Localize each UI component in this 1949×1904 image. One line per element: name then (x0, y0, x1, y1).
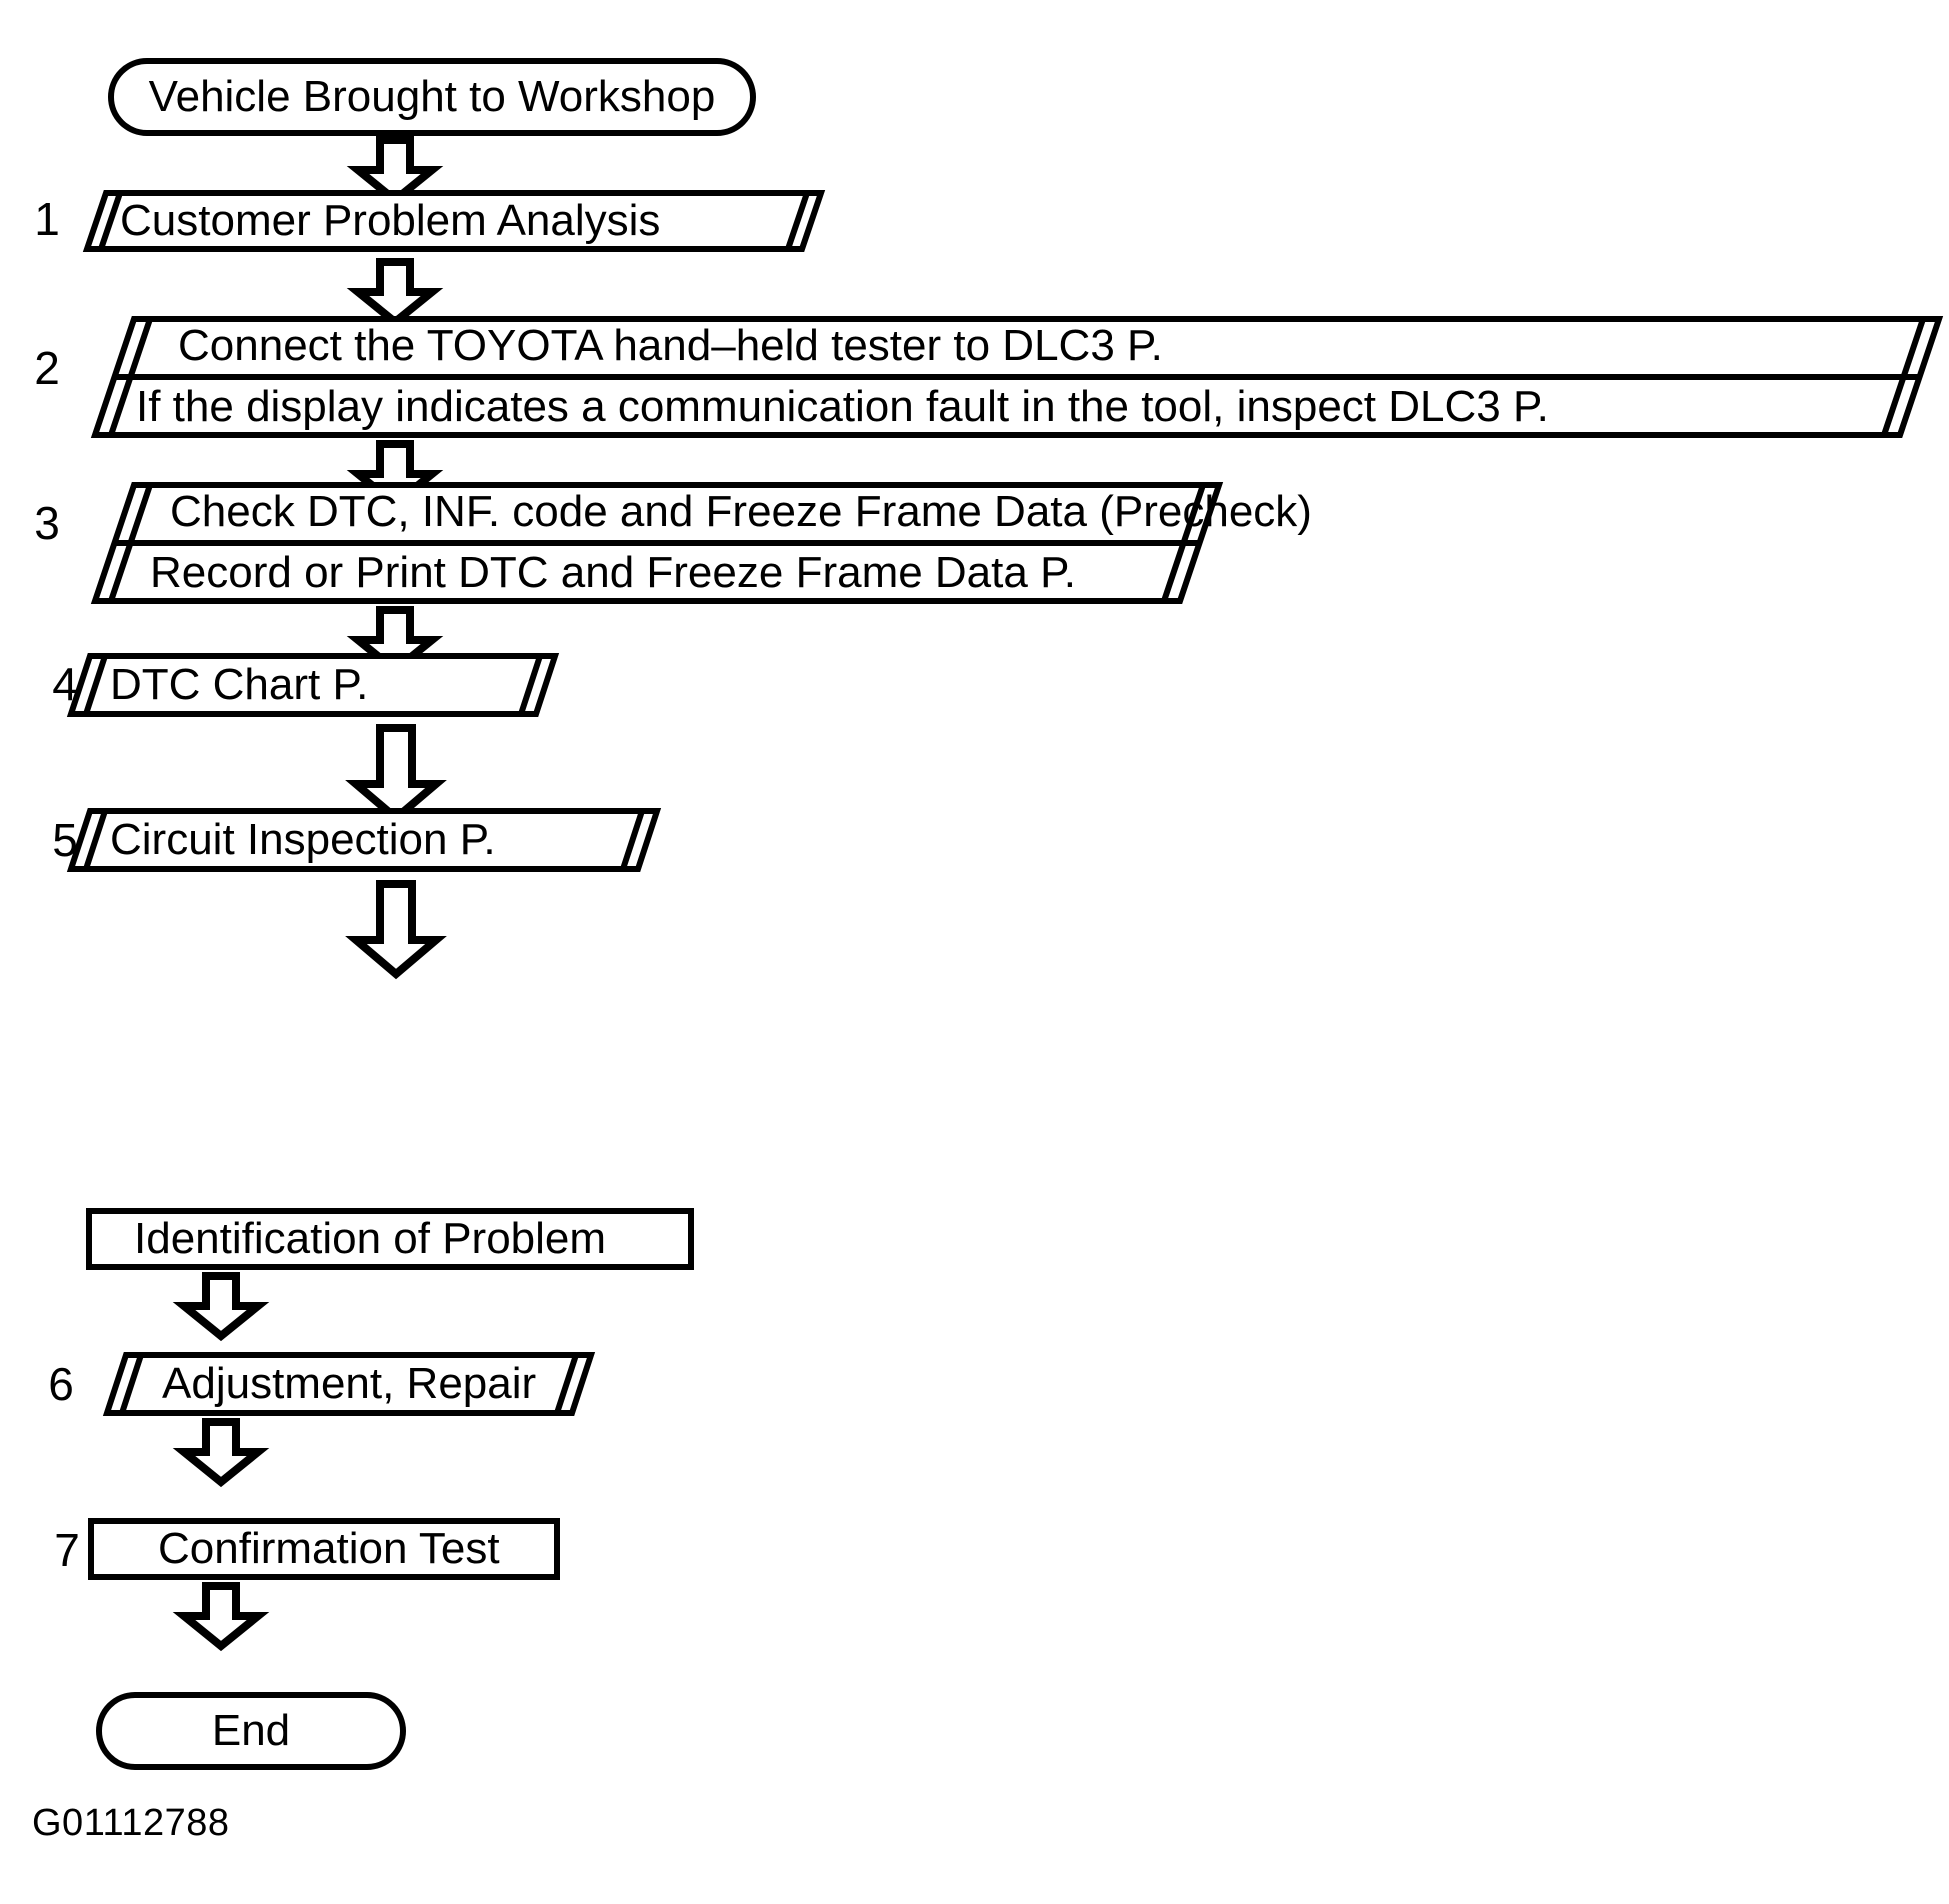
step-2-parallelogram: Connect the TOYOTA hand–held tester to D… (90, 316, 1944, 438)
step-3-parallelogram: Check DTC, INF. code and Freeze Frame Da… (90, 482, 1312, 604)
step-number-7: 7 (54, 1524, 80, 1576)
step-number-6: 6 (48, 1358, 74, 1410)
confirmation-test-box: Confirmation Test (88, 1518, 560, 1580)
end-terminator: End (96, 1692, 406, 1770)
step-4-parallelogram: DTC Chart P. (66, 653, 560, 717)
step-6-text-0: Adjustment, Repair (162, 1359, 537, 1408)
step-5-parallelogram: Circuit Inspection P. (66, 808, 662, 872)
connector-step1-to-step2 (346, 258, 444, 328)
step-2-text-1: If the display indicates a communication… (136, 382, 1549, 431)
step-3-row-1: Record or Print DTC and Freeze Frame Dat… (92, 542, 1222, 604)
reference-code-caption: G01112788 (32, 1802, 230, 1844)
identification-of-problem-box: Identification of Problem (86, 1208, 694, 1270)
connector-identification-to-step6 (172, 1272, 270, 1342)
start-terminator: Vehicle Brought to Workshop (108, 58, 756, 136)
confirmation-test-label: Confirmation Test (158, 1524, 500, 1573)
step-3-text-1: Record or Print DTC and Freeze Frame Dat… (150, 548, 1076, 597)
step-6-row-0: Adjustment, Repair (104, 1352, 594, 1416)
connector-step6-to-step7 (172, 1418, 270, 1488)
end-terminator-label: End (211, 1706, 291, 1755)
step-2-text-0: Connect the TOYOTA hand–held tester to D… (178, 321, 1163, 370)
step-number-2: 2 (34, 342, 60, 394)
step-number-3: 3 (34, 497, 60, 549)
step-4-text-0: DTC Chart P. (110, 660, 369, 709)
identification-of-problem-label: Identification of Problem (134, 1214, 607, 1263)
connector-start-to-step1 (346, 136, 444, 206)
step-number-1: 1 (34, 193, 60, 245)
step-4-row-0: DTC Chart P. (68, 653, 558, 717)
step-2-row-1: If the display indicates a communication… (92, 376, 1942, 438)
step-3-row-0: Check DTC, INF. code and Freeze Frame Da… (92, 482, 1312, 542)
step-1-row-0: Customer Problem Analysis (84, 190, 824, 252)
connector-step4-to-step5 (345, 724, 447, 824)
start-terminator-label: Vehicle Brought to Workshop (148, 72, 716, 121)
step-2-row-0: Connect the TOYOTA hand–held tester to D… (92, 316, 1942, 376)
step-1-parallelogram: Customer Problem Analysis (82, 190, 826, 252)
step-5-text-0: Circuit Inspection P. (110, 815, 496, 864)
step-5-row-0: Circuit Inspection P. (68, 808, 660, 872)
connector-step7-to-end (172, 1582, 270, 1652)
connector-step5-to-identification (345, 880, 447, 980)
step-1-text-0: Customer Problem Analysis (120, 196, 661, 245)
step-3-text-0: Check DTC, INF. code and Freeze Frame Da… (170, 487, 1312, 536)
step-6-parallelogram: Adjustment, Repair (102, 1352, 596, 1416)
